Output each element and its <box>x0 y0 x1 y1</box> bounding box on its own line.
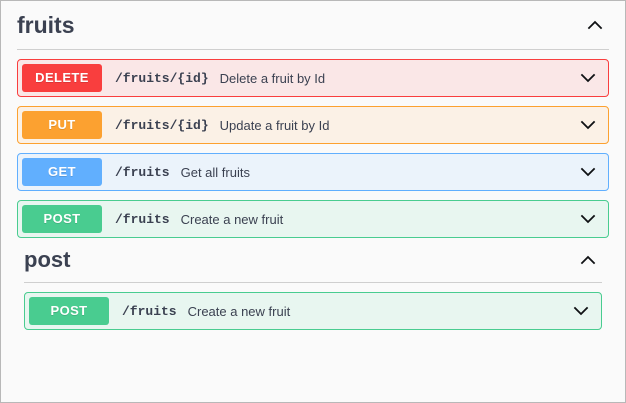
operation-summary: Delete a fruit by Id <box>219 70 326 86</box>
operation-row[interactable]: GET/fruits Get all fruits <box>17 153 609 191</box>
operation-row[interactable]: PUT/fruits/{id} Update a fruit by Id <box>17 106 609 144</box>
chevron-up-icon[interactable] <box>578 250 598 270</box>
operation-path: /fruits/{id} <box>115 117 209 133</box>
chevron-down-icon[interactable] <box>578 68 598 88</box>
tag-header-post[interactable]: post <box>24 238 602 283</box>
operation-path: /fruits/{id} <box>115 70 209 86</box>
operation-path: /fruits <box>122 303 177 319</box>
operation-path: /fruits <box>115 211 170 227</box>
chevron-down-icon[interactable] <box>578 162 598 182</box>
operation-list-fruits: DELETE/fruits/{id} Delete a fruit by Id PU… <box>17 50 609 238</box>
http-method-badge: POST <box>22 205 102 233</box>
http-method-badge: PUT <box>22 111 102 139</box>
operation-summary: Create a new fruit <box>187 303 291 319</box>
chevron-down-icon[interactable] <box>578 209 598 229</box>
tag-header-fruits[interactable]: fruits <box>17 1 609 50</box>
operation-row[interactable]: DELETE/fruits/{id} Delete a fruit by Id <box>17 59 609 97</box>
operation-list-post: POST/fruits Create a new fruit <box>24 283 602 330</box>
chevron-down-icon[interactable] <box>571 301 591 321</box>
tag-title: post <box>24 247 71 272</box>
http-method-badge: POST <box>29 297 109 325</box>
tag-title: fruits <box>17 11 75 38</box>
operation-summary: Create a new fruit <box>180 211 284 227</box>
http-method-badge: DELETE <box>22 64 102 92</box>
chevron-up-icon[interactable] <box>585 15 605 35</box>
operation-row[interactable]: POST/fruits Create a new fruit <box>24 292 602 330</box>
operation-summary: Update a fruit by Id <box>219 117 330 133</box>
operation-summary: Get all fruits <box>180 164 250 180</box>
operation-row[interactable]: POST/fruits Create a new fruit <box>17 200 609 238</box>
http-method-badge: GET <box>22 158 102 186</box>
operation-path: /fruits <box>115 164 170 180</box>
chevron-down-icon[interactable] <box>578 115 598 135</box>
